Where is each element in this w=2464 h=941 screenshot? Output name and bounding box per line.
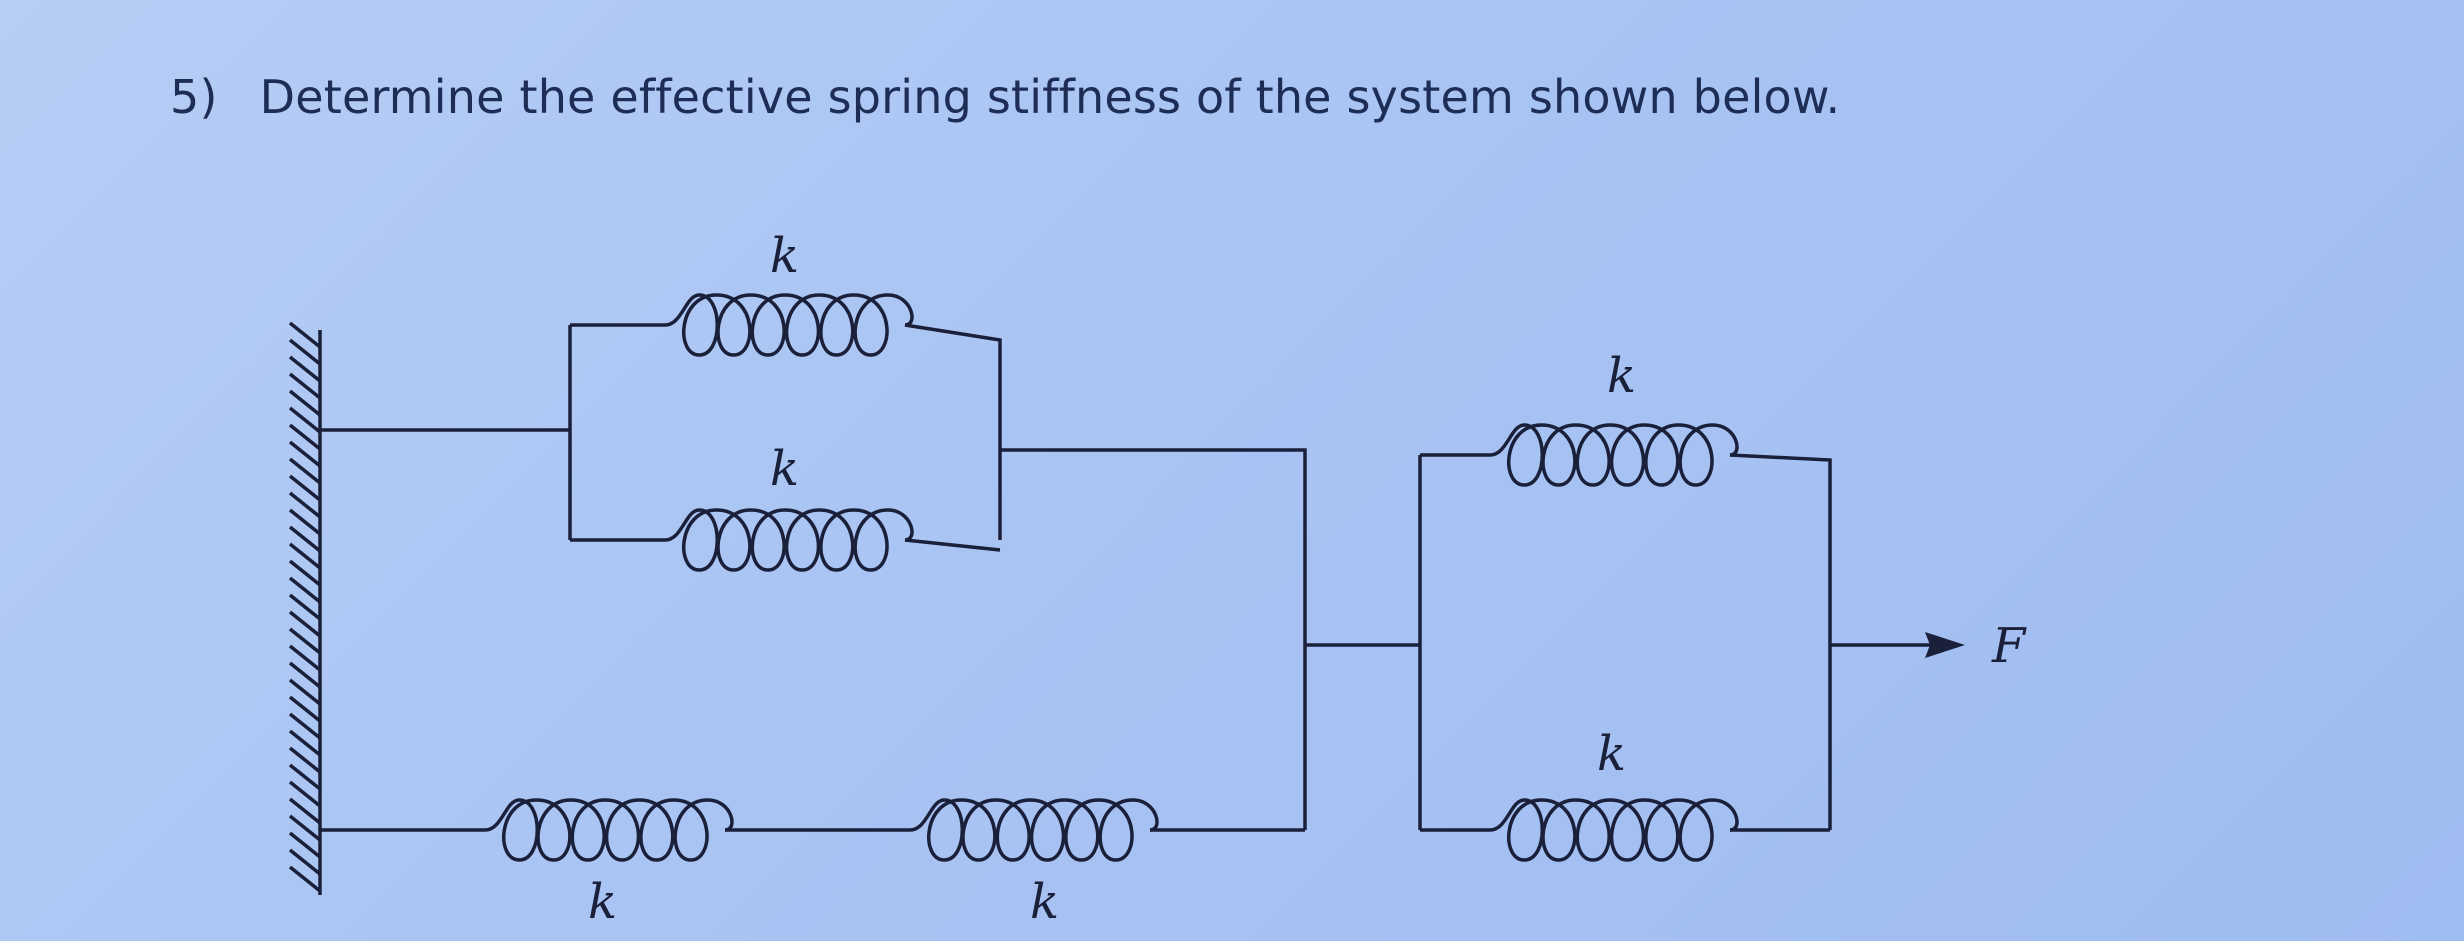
spring-label: k — [588, 874, 617, 930]
spring-right-top: k — [1489, 348, 1739, 487]
wall-hatch-line — [288, 338, 322, 366]
wall-hatch-line — [288, 746, 322, 774]
wall-hatch-line — [288, 559, 322, 587]
spring-label: k — [1607, 348, 1636, 404]
wall-hatch-line — [288, 542, 322, 570]
coil-bottom-second — [909, 798, 1159, 862]
wall-hatch-line — [288, 576, 322, 604]
wall-hatch-line — [288, 678, 322, 706]
wall-hatch-line — [288, 508, 322, 536]
wall-hatch-line — [288, 763, 322, 791]
wall-hatch-line — [288, 457, 322, 485]
spring-bottom-first: k — [484, 798, 734, 930]
wall-hatch-line — [288, 355, 322, 383]
wall-hatch-line — [288, 814, 322, 842]
force-arrow: F — [1925, 618, 2027, 674]
spring-label: k — [770, 228, 799, 284]
wall-hatch-line — [288, 321, 322, 349]
fixed-wall — [288, 321, 322, 895]
question-number: 5) — [170, 70, 218, 124]
wall-hatch-line — [288, 661, 322, 689]
wall-hatch-line — [288, 831, 322, 859]
wall-hatch-line — [288, 372, 322, 400]
wall-hatch-line — [288, 797, 322, 825]
wall-hatch-line — [288, 644, 322, 672]
wall-hatch-line — [288, 610, 322, 638]
wall-hatch-line — [288, 729, 322, 757]
question-body: Determine the effective spring stiffness… — [259, 70, 1841, 124]
arrow-head-icon — [1925, 632, 1965, 658]
wall-hatch-line — [288, 440, 322, 468]
wall-hatch-line — [288, 712, 322, 740]
coil-right-top — [1489, 423, 1739, 487]
wall-hatch-line — [288, 593, 322, 621]
wall-hatch-line — [288, 491, 322, 519]
wall-hatch-line — [288, 848, 322, 876]
spring-left-top: k — [664, 228, 914, 357]
wall-hatch-line — [288, 695, 322, 723]
connection-wires — [320, 323, 1955, 832]
wall-hatch-line — [288, 474, 322, 502]
wall-hatch-line — [288, 389, 322, 417]
coil-left-middle — [664, 508, 914, 572]
spring-label: k — [1597, 726, 1626, 782]
wall-hatch-line — [288, 627, 322, 655]
force-label: F — [1991, 618, 2027, 674]
wall-hatch-line — [288, 525, 322, 553]
question-text: 5) Determine the effective spring stiffne… — [170, 70, 1840, 124]
spring-bottom-second: k — [909, 798, 1159, 930]
coil-left-top — [664, 293, 914, 357]
coil-bottom-first — [484, 798, 734, 862]
wall-hatch-line — [288, 865, 322, 893]
spring-right-bottom: k — [1489, 726, 1739, 862]
spring-label: k — [770, 441, 799, 497]
wall-hatch-line — [288, 423, 322, 451]
spring-label: k — [1030, 874, 1059, 930]
wall-hatch-line — [288, 406, 322, 434]
coil-right-bottom — [1489, 798, 1739, 862]
spring-left-middle: k — [664, 441, 914, 572]
wall-hatch-line — [288, 780, 322, 808]
